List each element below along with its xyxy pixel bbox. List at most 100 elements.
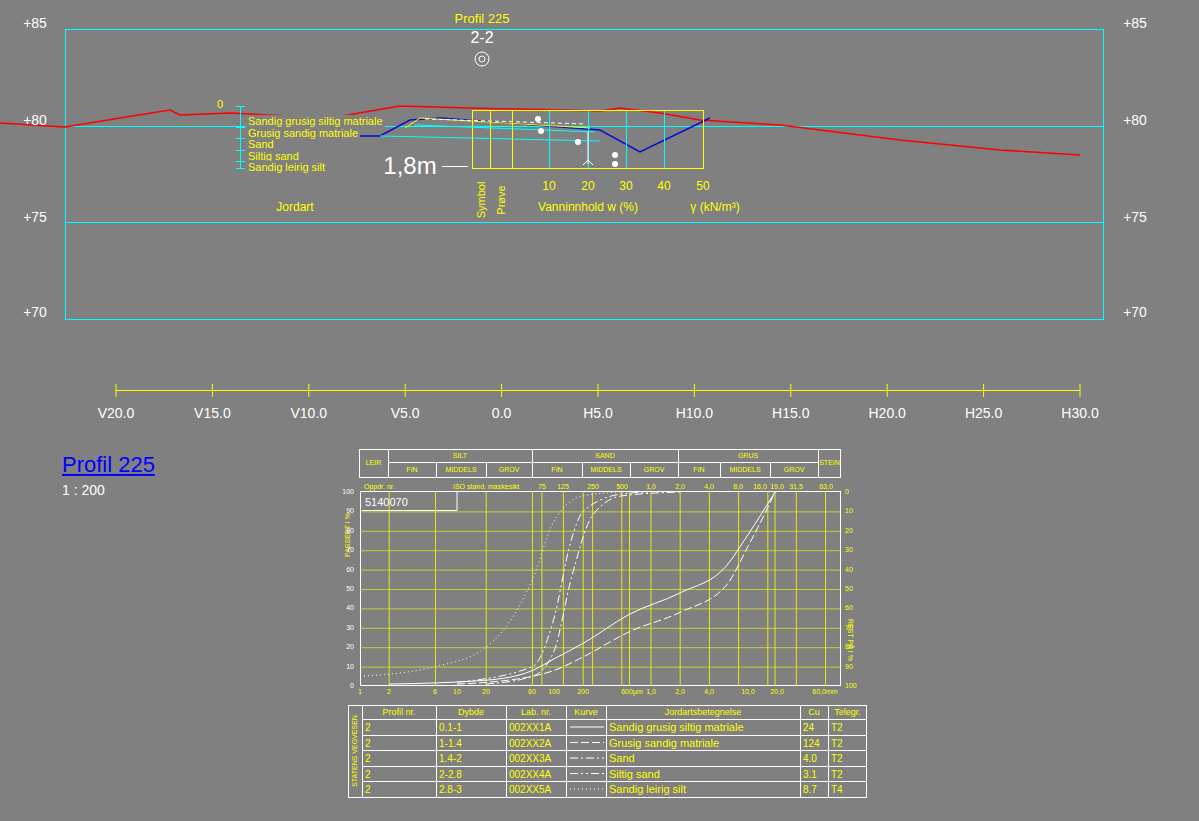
label: 2,0 bbox=[675, 688, 685, 696]
label: 600µm bbox=[621, 688, 643, 696]
label: 500 bbox=[616, 483, 628, 491]
chart-grid bbox=[651, 492, 652, 686]
header-line bbox=[582, 463, 583, 477]
label: SAND bbox=[595, 452, 614, 460]
label: 8,0 bbox=[733, 483, 743, 491]
terrain-line bbox=[0, 106, 1080, 155]
table-line bbox=[566, 706, 567, 797]
chart-grid bbox=[486, 492, 487, 686]
label: 8.7 bbox=[803, 784, 817, 795]
label: 20 bbox=[482, 688, 490, 696]
header-line bbox=[818, 450, 819, 477]
label: 100 bbox=[342, 488, 354, 496]
label: MIDDELS bbox=[590, 466, 621, 474]
label: 0 bbox=[350, 682, 354, 690]
label: Vanninnhold w (%) bbox=[538, 201, 638, 214]
label: Telegr. bbox=[834, 708, 861, 718]
chart-grid bbox=[775, 492, 776, 686]
label: +80 bbox=[1123, 113, 1147, 128]
label: 20 bbox=[581, 180, 594, 193]
label: ISO stand. maskesikt bbox=[453, 483, 519, 491]
grain-curve bbox=[360, 492, 622, 676]
label: 0 bbox=[217, 98, 223, 110]
label: 31,5 bbox=[789, 483, 803, 491]
label: GROV bbox=[499, 466, 520, 474]
layer-line bbox=[415, 125, 595, 132]
label: 20,0 bbox=[770, 688, 784, 696]
curve-sample bbox=[570, 727, 604, 728]
label: 60 bbox=[845, 605, 853, 613]
chart-grid bbox=[738, 492, 739, 686]
column-grid bbox=[626, 111, 627, 168]
label: +80 bbox=[23, 113, 47, 128]
label: 0.1-1 bbox=[439, 722, 462, 733]
label: 40 bbox=[346, 605, 354, 613]
layer-bracket bbox=[240, 106, 241, 168]
table-line bbox=[362, 735, 867, 736]
chart-grid bbox=[389, 492, 390, 686]
label: 5140070 bbox=[365, 496, 408, 508]
grain-curve bbox=[486, 492, 680, 684]
axis-tick bbox=[1080, 384, 1081, 397]
label: 125 bbox=[557, 483, 569, 491]
sample-dot bbox=[612, 152, 618, 158]
label: 2 bbox=[365, 722, 371, 733]
label: Sandig leirig silt bbox=[246, 161, 327, 173]
chart-grid bbox=[796, 492, 797, 686]
label: 30 bbox=[845, 546, 853, 554]
label: FIN bbox=[551, 466, 562, 474]
table-line bbox=[506, 706, 507, 797]
label: 2.8-3 bbox=[439, 784, 462, 795]
chart-grid bbox=[767, 492, 768, 686]
chart-grid bbox=[680, 492, 681, 686]
label: Kurve bbox=[574, 708, 598, 718]
chart-grid bbox=[532, 492, 533, 686]
label: Lab. nr. bbox=[521, 708, 551, 718]
label: +85 bbox=[23, 16, 47, 31]
header-line bbox=[486, 463, 487, 477]
label: 2,0 bbox=[675, 483, 685, 491]
label: Profil nr. bbox=[382, 708, 415, 718]
label: STEIN bbox=[819, 459, 840, 467]
label: 50 bbox=[696, 180, 709, 193]
job-box bbox=[362, 492, 457, 511]
excavation-line bbox=[355, 118, 710, 152]
header-line bbox=[532, 450, 533, 477]
label: 002XX1A bbox=[509, 722, 551, 733]
table-line bbox=[436, 706, 437, 797]
curve-sample bbox=[570, 758, 604, 759]
header-line bbox=[436, 463, 437, 477]
label: Grusig sandig matriale bbox=[609, 736, 719, 748]
label: Sandig grusig siltig matriale bbox=[246, 115, 385, 127]
label: 4,0 bbox=[704, 688, 714, 696]
layer-bracket bbox=[236, 127, 245, 128]
chart-grid bbox=[709, 492, 710, 686]
label: 20 bbox=[346, 643, 354, 651]
chart-grid bbox=[592, 492, 593, 686]
label: 124 bbox=[803, 737, 820, 748]
axis-tick bbox=[212, 384, 213, 397]
label: Dybde bbox=[458, 708, 484, 718]
elevation-line bbox=[65, 222, 1103, 223]
label: 24 bbox=[803, 722, 814, 733]
chart-grid bbox=[435, 492, 436, 686]
profile-frame bbox=[66, 30, 1104, 320]
label: 0.0 bbox=[492, 406, 511, 421]
label: GROV bbox=[644, 466, 665, 474]
label: 16,0 bbox=[753, 483, 767, 491]
label: 50 bbox=[346, 585, 354, 593]
table-line bbox=[828, 706, 829, 797]
label: 2 bbox=[365, 768, 371, 779]
label: 1,0 bbox=[646, 483, 656, 491]
layer-bracket bbox=[236, 161, 245, 162]
header-line bbox=[388, 462, 818, 463]
leader-line bbox=[442, 166, 468, 167]
grain-curve bbox=[457, 492, 775, 684]
label: Sand bbox=[246, 138, 276, 150]
label: 2 bbox=[365, 784, 371, 795]
chart-grid bbox=[825, 492, 826, 686]
label: LEIR bbox=[366, 459, 382, 467]
label: 2 bbox=[365, 737, 371, 748]
label: H30.0 bbox=[1061, 406, 1098, 421]
table-line bbox=[606, 706, 607, 797]
